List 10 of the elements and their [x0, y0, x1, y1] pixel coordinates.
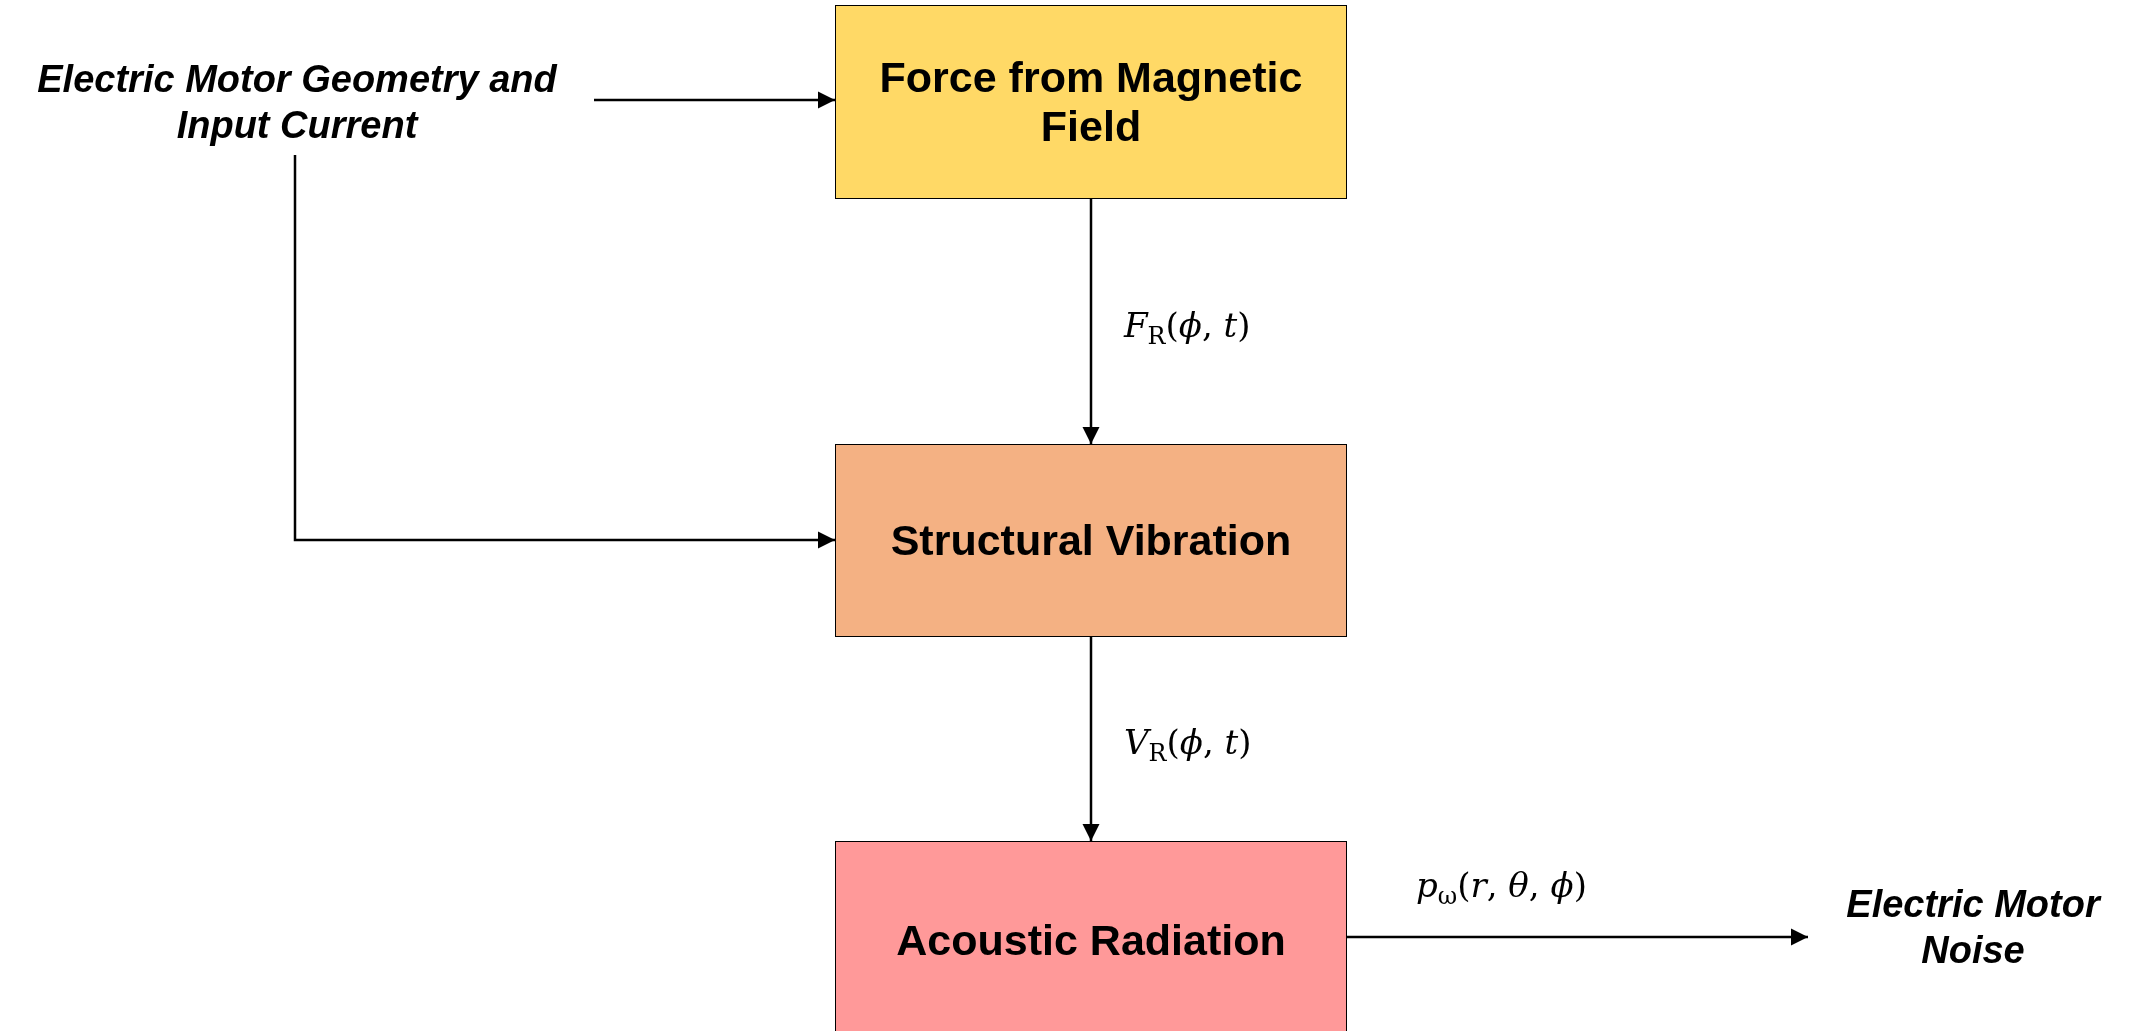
process-box: Force from Magnetic Field [835, 5, 1347, 199]
arrow [1082, 637, 1100, 841]
input-label: Electric Motor Noise [1845, 881, 2103, 973]
arrow [1347, 928, 1808, 946]
arrow [293, 155, 835, 549]
arrow [1082, 199, 1100, 444]
arrow [594, 91, 835, 109]
process-box: Acoustic Radiation [835, 841, 1347, 1031]
input-label: Electric Motor Geometry and Input Current [36, 56, 559, 148]
process-box: Structural Vibration [835, 444, 1347, 637]
